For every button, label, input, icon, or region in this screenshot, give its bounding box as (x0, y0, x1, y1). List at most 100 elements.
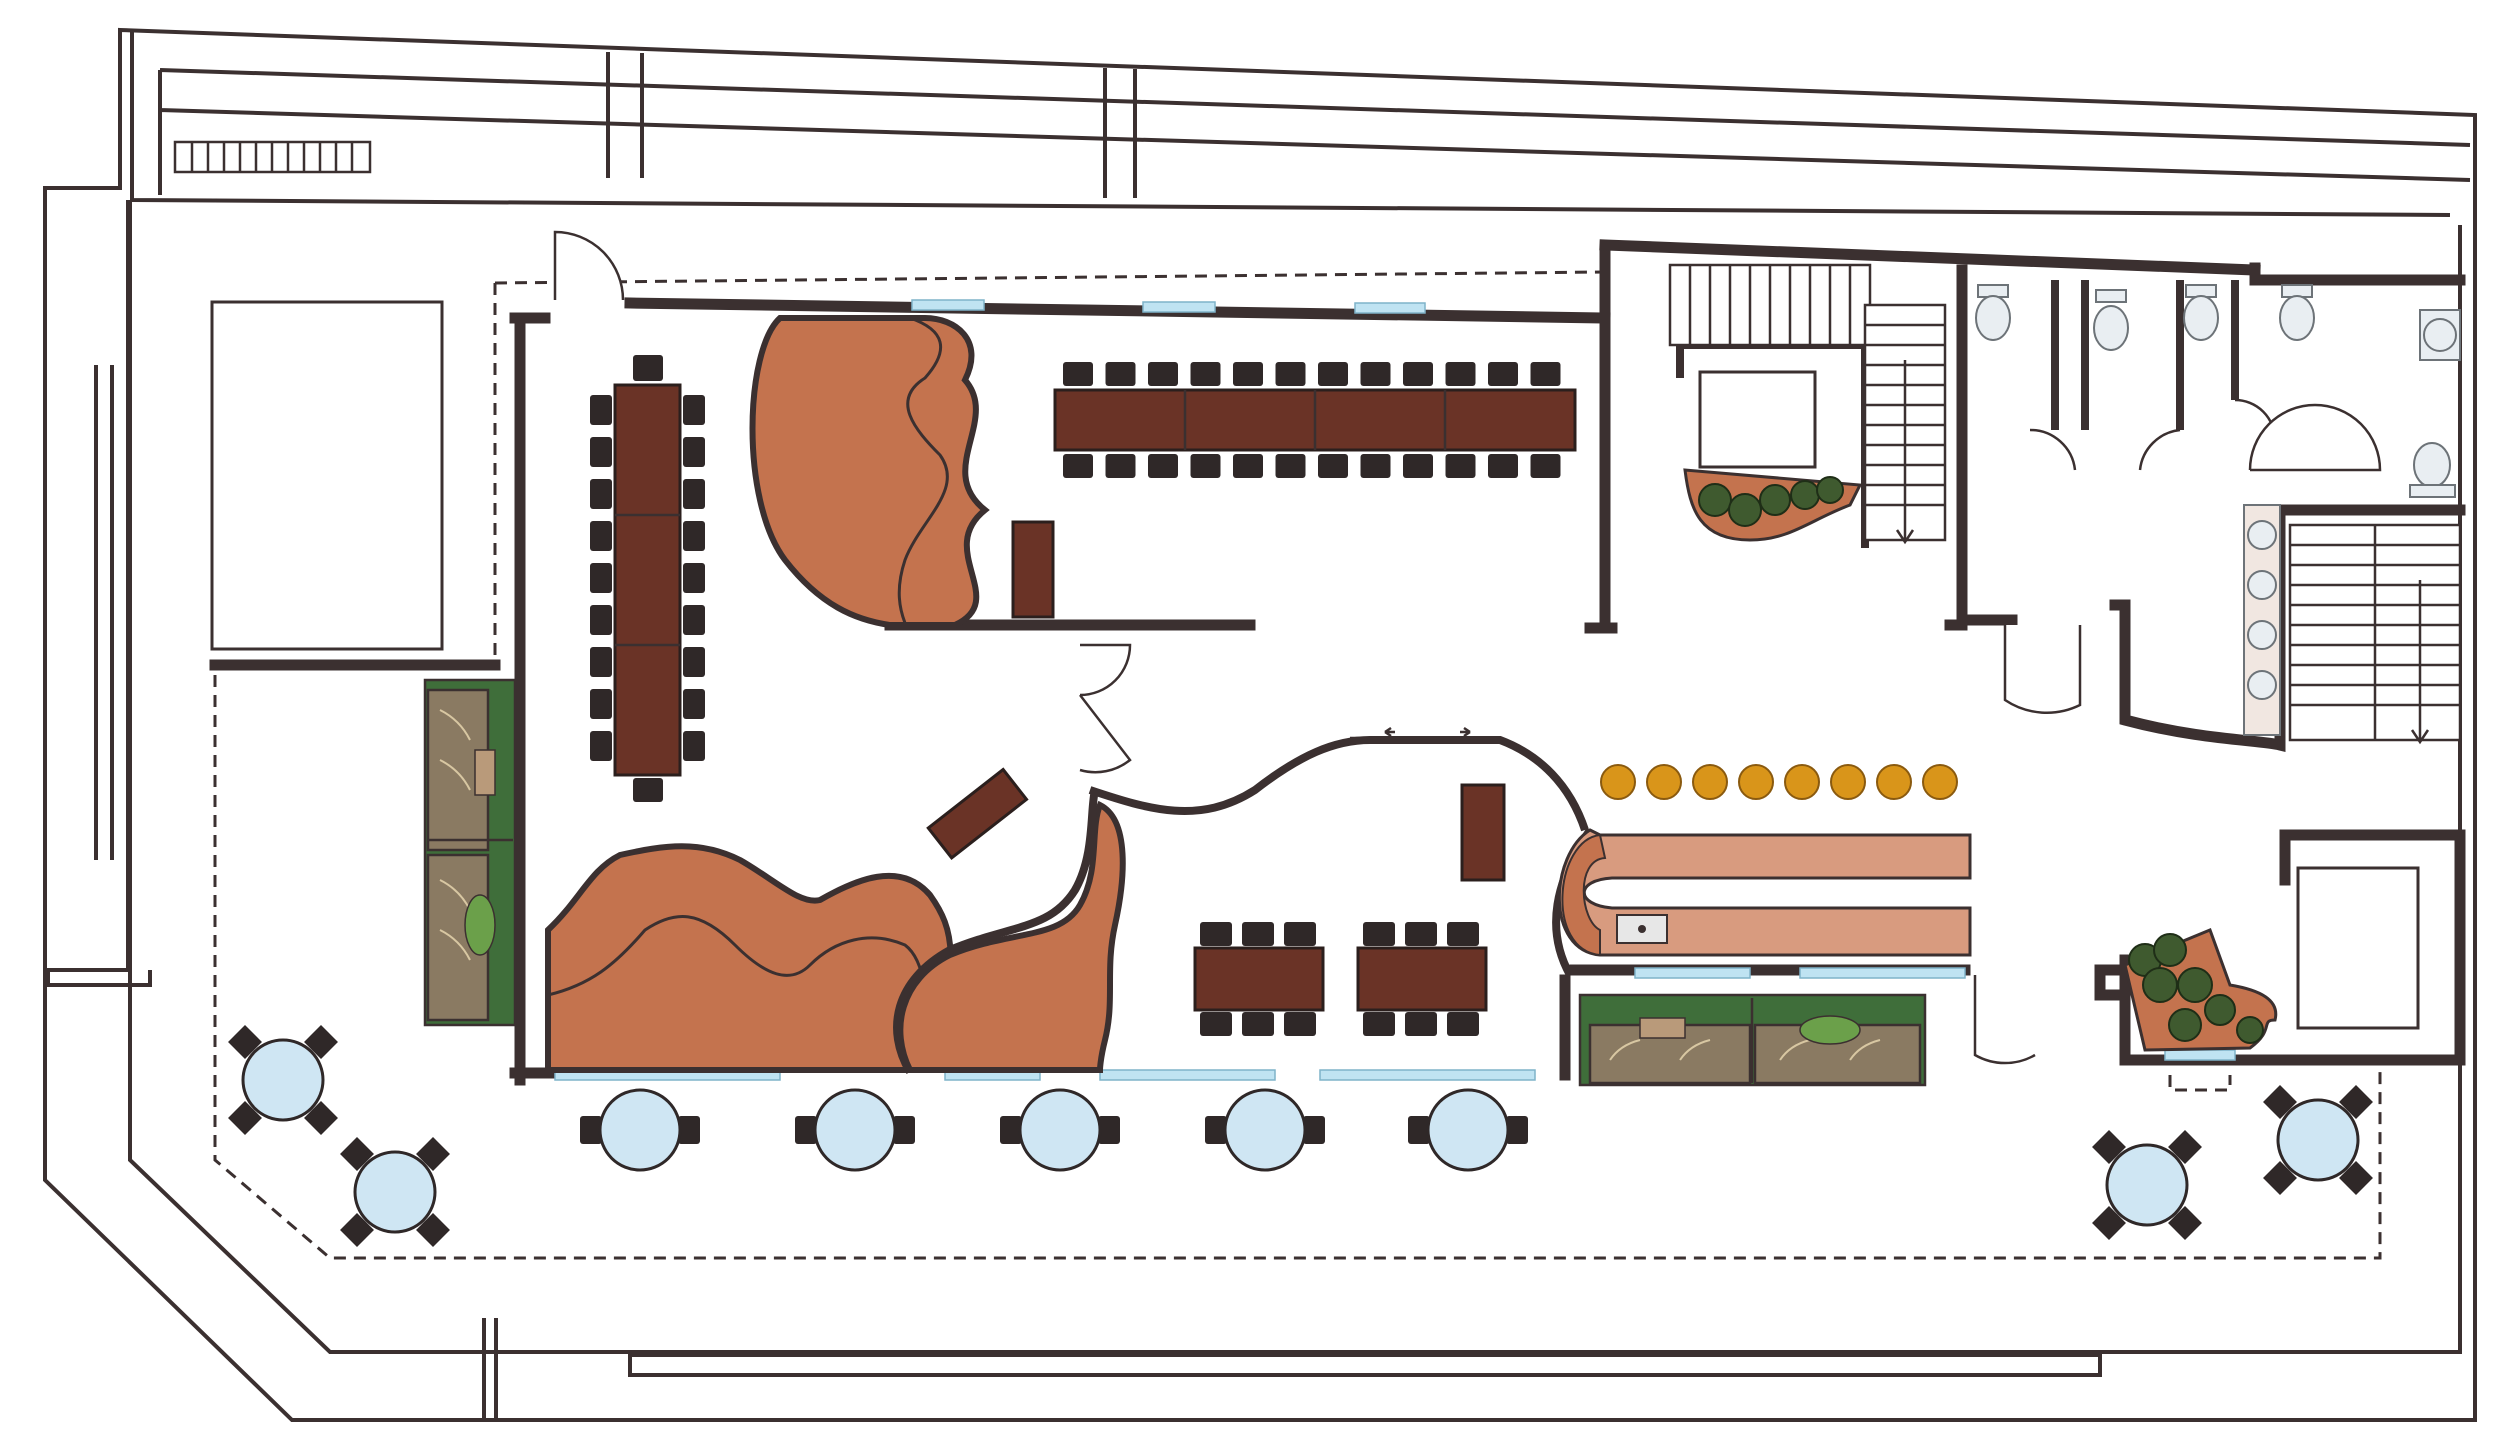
chair (1098, 1116, 1120, 1144)
chair (683, 521, 705, 551)
chair (683, 437, 705, 467)
chair (683, 563, 705, 593)
round-table (795, 1088, 915, 1172)
chair (1233, 454, 1263, 478)
planter-upper (1683, 468, 1863, 542)
sideboard (1460, 783, 1506, 882)
stair-upper (1668, 263, 1947, 545)
chair (590, 479, 612, 509)
shrub-icon (1698, 476, 1844, 527)
chair (683, 689, 705, 719)
door-swing-icon (2248, 403, 2382, 472)
bar-stool (1692, 764, 1728, 800)
chair (1242, 1012, 1274, 1036)
chair (2339, 1085, 2373, 1119)
chair (1488, 454, 1518, 478)
chair (1105, 454, 1136, 478)
banquette-lower-left (545, 843, 954, 1073)
chair (1360, 362, 1391, 386)
chair (1445, 454, 1476, 478)
chair (2168, 1206, 2202, 1240)
toilet-icon (2279, 284, 2315, 341)
stair-direction-arrow-icon (1384, 726, 1471, 738)
chair (678, 1116, 700, 1144)
door-swing-icon (1079, 643, 1132, 697)
chair (1275, 454, 1306, 478)
chair (683, 395, 705, 425)
round-table (580, 1088, 700, 1172)
door-swing-icon (1079, 694, 1132, 774)
chair (1445, 362, 1476, 386)
chair (1488, 362, 1518, 386)
banquet-table (1053, 362, 1577, 478)
chair (1205, 1116, 1227, 1144)
chair (893, 1116, 915, 1144)
bar-stool (1876, 764, 1912, 800)
chair (1447, 922, 1479, 946)
sideboard (1011, 520, 1055, 619)
chair (304, 1025, 338, 1059)
chair (416, 1213, 450, 1247)
round-table (1408, 1088, 1528, 1172)
bar-stool (1738, 764, 1774, 800)
chair (2092, 1130, 2126, 1164)
chair (1200, 1012, 1232, 1036)
service-area (210, 300, 444, 651)
chair (2168, 1130, 2202, 1164)
chair (683, 731, 705, 761)
chair (590, 437, 612, 467)
bar-stool (1784, 764, 1820, 800)
banquette-lower-mid (897, 800, 1126, 1073)
bar-stool (1600, 764, 1636, 800)
chair (1233, 362, 1263, 386)
chair (1405, 922, 1437, 946)
chair (1363, 1012, 1395, 1036)
chair (1200, 922, 1232, 946)
chair (1530, 362, 1561, 386)
chair (590, 689, 612, 719)
stair-direction-arrow-icon (1895, 360, 1915, 545)
chair (1363, 922, 1395, 946)
round-table (1205, 1088, 1325, 1172)
stair-direction-arrow-icon (2410, 580, 2430, 745)
chair (1506, 1116, 1528, 1144)
bar-counter (1557, 764, 1972, 957)
doors (553, 230, 2382, 1065)
chair (2263, 1161, 2297, 1195)
chair (228, 1025, 262, 1059)
chair (1405, 1012, 1437, 1036)
chair (683, 479, 705, 509)
chair (590, 647, 612, 677)
chair (2092, 1206, 2126, 1240)
chair (1530, 454, 1561, 478)
site-outline (43, 27, 2477, 1422)
chair (1403, 362, 1433, 386)
shrub-icon (2128, 933, 2264, 1044)
door-swing-icon (1973, 975, 2036, 1065)
terrace-round-tables (228, 1025, 2373, 1247)
chair (1284, 1012, 1316, 1036)
chair (590, 563, 612, 593)
bar-stool (1830, 764, 1866, 800)
toilet-icon (1975, 284, 2011, 341)
chair (2263, 1085, 2297, 1119)
chair (633, 355, 663, 381)
chair (1447, 1012, 1479, 1036)
washbasin-icon (2247, 520, 2277, 700)
chair (683, 647, 705, 677)
sink-icon (1616, 914, 1668, 944)
chair (1190, 362, 1221, 386)
banquette-upper (749, 315, 990, 628)
sideboard (926, 767, 1029, 861)
terrace-boundary (213, 270, 2382, 1260)
chair (340, 1213, 374, 1247)
chair (1190, 454, 1221, 478)
chair (1360, 454, 1391, 478)
restroom-fixtures (1975, 284, 2461, 736)
chair (1403, 454, 1433, 478)
elevator-shaft (1698, 370, 1817, 469)
chair (633, 778, 663, 802)
sofa-left (423, 678, 517, 1027)
toilet-icon (2409, 442, 2456, 498)
